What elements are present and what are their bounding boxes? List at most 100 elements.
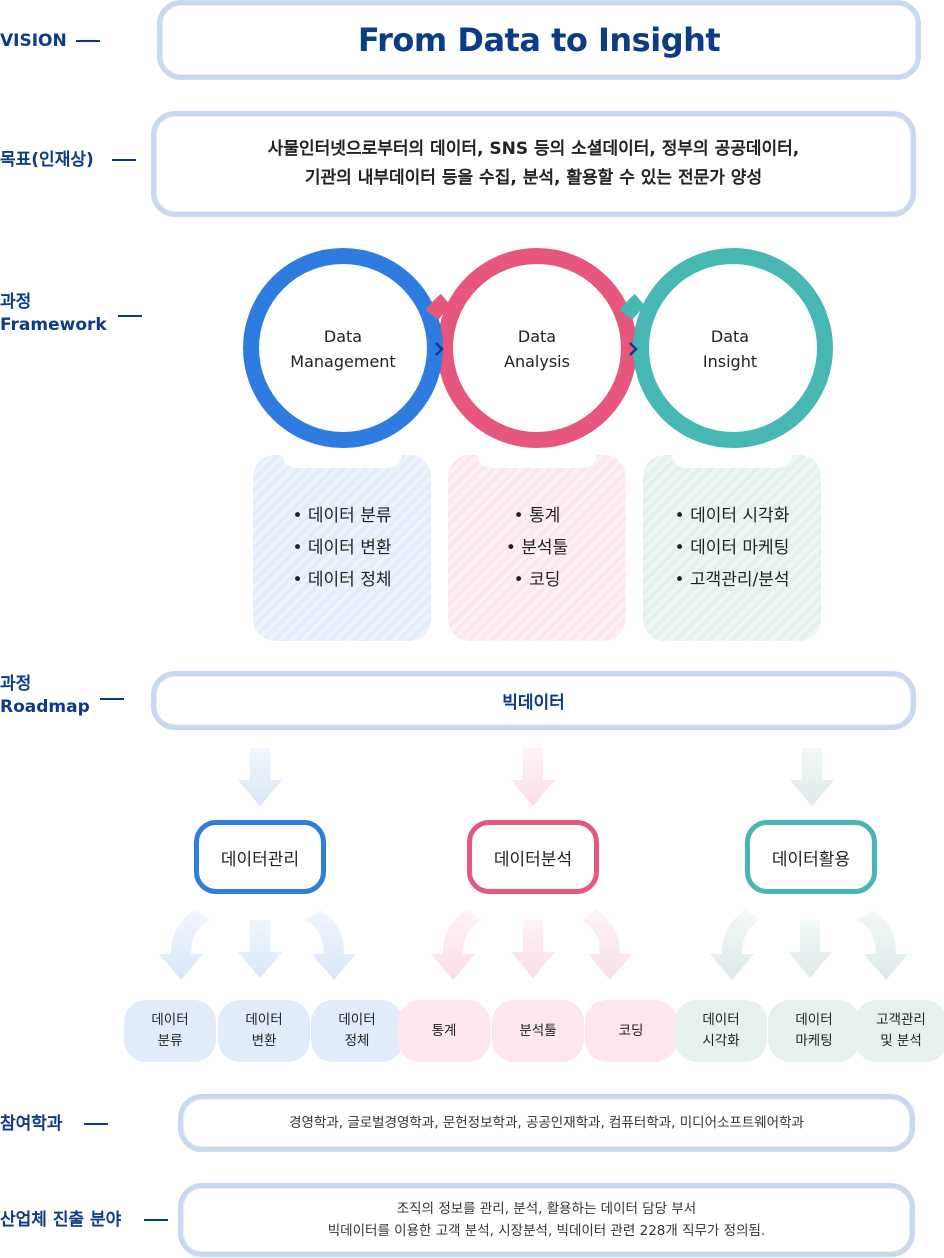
framework-item: 통계: [514, 500, 560, 532]
circle-label-line1: Data: [710, 327, 750, 346]
framework-label-line1: 과정: [0, 292, 32, 312]
category-data-analysis: 데이터분석: [467, 820, 599, 894]
analysis-ring: [437, 248, 637, 448]
departments-label: 참여학과: [0, 1114, 63, 1134]
category-label: 데이터분석: [493, 849, 573, 870]
framework-item: 데이터 변환: [292, 532, 392, 564]
leaf-line1: 데이터: [151, 1012, 189, 1028]
circle-label-line2: Management: [290, 352, 396, 371]
leaf-line1: 데이터: [338, 1012, 376, 1028]
leaf-line2: 정체: [344, 1033, 370, 1049]
goal-connector: [112, 159, 136, 161]
arrow-down-icon: [238, 748, 282, 806]
vision-box: From Data to Insight: [157, 0, 921, 80]
arrow-down-icon: [790, 748, 834, 806]
leaf-line1: 데이터: [795, 1012, 833, 1028]
analysis-ring-overlap: [425, 293, 452, 320]
goal-box: 사물인터넷으로부터의 데이터, SNS 등의 소셜데이터, 정부의 공공데이터,…: [151, 111, 916, 217]
category-data-management: 데이터관리: [194, 820, 326, 894]
goal-line1: 사물인터넷으로부터의 데이터, SNS 등의 소셜데이터, 정부의 공공데이터,: [267, 139, 800, 159]
arrow-down-left-icon: [431, 910, 481, 980]
arrow-down-right-icon: [306, 910, 356, 980]
goal-label: 목표(인재상): [0, 150, 94, 170]
industry-line2: 빅데이터를 이용한 고객 분석, 시장분석, 빅데이터 관련 228개 직무가 …: [327, 1223, 766, 1239]
leaf-line1: 고객관리: [876, 1012, 926, 1028]
departments-connector: [84, 1123, 108, 1125]
chevron-right-icon: [435, 342, 444, 356]
leaf-line1: 데이터: [702, 1012, 740, 1028]
arrow-down-icon: [511, 920, 555, 978]
circle-label-insight: Data Insight: [650, 324, 810, 374]
industry-connector: [144, 1219, 168, 1221]
leaf-node: 통계: [398, 1000, 490, 1062]
circle-label-line1: Data: [517, 327, 557, 346]
framework-box-management: 데이터 분류 데이터 변환 데이터 정체: [253, 454, 431, 641]
category-label: 데이터활용: [771, 849, 851, 870]
leaf-line1: 데이터: [245, 1012, 283, 1028]
roadmap-arrows: [159, 748, 908, 980]
industry-box: 조직의 정보를 관리, 분석, 활용하는 데이터 담당 부서 빅데이터를 이용한…: [178, 1183, 915, 1257]
industry-line1: 조직의 정보를 관리, 분석, 활용하는 데이터 담당 부서: [396, 1201, 697, 1217]
framework-label-line2: Framework: [0, 315, 107, 335]
insight-ring: [633, 248, 833, 448]
leaf-line2: 분류: [157, 1033, 183, 1049]
vision-title: From Data to Insight: [357, 21, 721, 59]
box-notch: [672, 454, 792, 468]
framework-box-analysis: 통계 분석툴 코딩: [448, 454, 626, 641]
arrow-down-icon: [511, 748, 555, 806]
vision-connector: [76, 40, 100, 42]
arrow-down-icon: [238, 920, 282, 978]
leaf-line1: 통계: [431, 1022, 457, 1039]
circle-label-line1: Data: [323, 327, 363, 346]
framework-item: 코딩: [514, 564, 560, 596]
category-data-utilization: 데이터활용: [745, 820, 877, 894]
leaf-line2: 시각화: [702, 1033, 740, 1049]
leaf-line2: 마케팅: [795, 1033, 833, 1049]
roadmap-box: 빅데이터: [151, 671, 916, 730]
box-notch: [282, 454, 402, 468]
framework-item: 데이터 정체: [292, 564, 392, 596]
leaf-line1: 코딩: [618, 1022, 644, 1039]
insight-ring-overlap: [619, 293, 646, 320]
category-label: 데이터관리: [220, 849, 300, 870]
leaf-line2: 변환: [251, 1033, 277, 1049]
vision-label: VISION: [0, 31, 67, 51]
roadmap-title: 빅데이터: [502, 693, 565, 713]
chevron-right-icon: [629, 342, 638, 356]
roadmap-label-line2: Roadmap: [0, 697, 90, 717]
box-notch: [477, 454, 597, 468]
framework-box-insight: 데이터 시각화 데이터 마케팅 고객관리/분석: [643, 454, 821, 641]
framework-item: 고객관리/분석: [674, 564, 790, 596]
leaf-node: 코딩: [585, 1000, 677, 1062]
leaf-node: 분석툴: [492, 1000, 584, 1062]
roadmap-label: 과정 Roadmap: [0, 673, 90, 719]
framework-label: 과정 Framework: [0, 291, 107, 337]
arrow-down-right-icon: [582, 910, 632, 980]
arrow-down-left-icon: [159, 910, 209, 980]
framework-connector: [118, 315, 142, 317]
circle-label-analysis: Data Analysis: [457, 324, 617, 374]
arrow-down-right-icon: [858, 910, 908, 980]
circle-label-line2: Insight: [702, 352, 758, 371]
management-ring: [243, 248, 443, 448]
framework-circles: [243, 248, 833, 448]
leaf-line1: 분석툴: [519, 1022, 557, 1039]
departments-text: 경영학과, 글로벌경영학과, 문헌정보학과, 공공인재학과, 컴퓨터학과, 미디…: [289, 1115, 804, 1131]
framework-item: 데이터 마케팅: [675, 532, 789, 564]
industry-label: 산업체 진출 분야: [0, 1210, 122, 1230]
framework-item: 분석툴: [506, 532, 568, 564]
roadmap-label-line1: 과정: [0, 674, 32, 694]
goal-line2: 기관의 내부데이터 등을 수집, 분석, 활용할 수 있는 전문가 양성: [304, 168, 763, 188]
roadmap-connector: [100, 698, 124, 700]
departments-box: 경영학과, 글로벌경영학과, 문헌정보학과, 공공인재학과, 컴퓨터학과, 미디…: [178, 1094, 915, 1152]
leaf-line2: 및 분석: [880, 1033, 922, 1049]
circle-label-line2: Analysis: [504, 352, 570, 371]
arrow-down-icon: [788, 920, 832, 978]
framework-item: 데이터 분류: [292, 500, 392, 532]
